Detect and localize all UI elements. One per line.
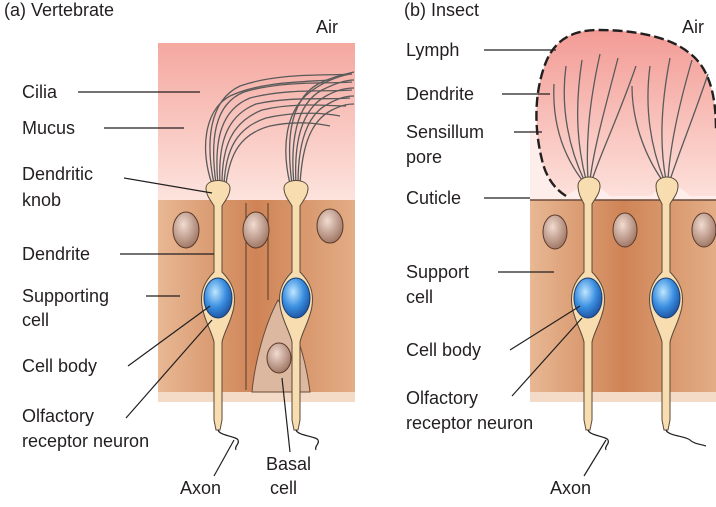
neuron-nucleus [573, 277, 603, 319]
label-dendritic-knob-2: knob [22, 190, 61, 210]
label-orn-a-1: Olfactory [22, 406, 94, 426]
tissue-fade-b [530, 392, 716, 402]
panel-vertebrate: (a) Vertebrate Air Cilia Mucus Dendritic… [4, 0, 355, 498]
air-label-b: Air [682, 17, 704, 37]
label-cell-body-a: Cell body [22, 356, 97, 376]
leader-lines-b [484, 49, 607, 477]
label-mucus: Mucus [22, 118, 75, 138]
support-nucleus [612, 212, 638, 248]
label-cilia: Cilia [22, 82, 58, 102]
sensillum-lymph [536, 30, 716, 196]
label-dendritic-knob-1: Dendritic [22, 164, 93, 184]
label-orn-b-1: Olfactory [406, 388, 478, 408]
label-basal-cell-1: Basal [266, 454, 311, 474]
neuron-nucleus [651, 277, 681, 319]
label-lymph: Lymph [406, 40, 459, 60]
label-orn-b-2: receptor neuron [406, 413, 533, 433]
air-label-a: Air [316, 17, 338, 37]
label-orn-a-2: receptor neuron [22, 431, 149, 451]
label-dendrite-a: Dendrite [22, 244, 90, 264]
olfactory-neuron-a1 [201, 180, 240, 451]
label-support-cell-2: cell [406, 287, 433, 307]
label-supporting-cell-2: cell [22, 310, 49, 330]
panel-insect: (b) Insect Air Lymph Dendrite Sensillum … [404, 0, 716, 498]
olfactory-neuron-b2 [649, 176, 707, 447]
label-support-cell-1: Support [406, 262, 469, 282]
olfactory-neuron-a2 [279, 180, 320, 451]
sensillum-wall [535, 28, 716, 198]
leader-lines-a [78, 91, 291, 477]
label-cell-body-b: Cell body [406, 340, 481, 360]
support-nucleus [172, 211, 200, 249]
label-dendrite-b: Dendrite [406, 84, 474, 104]
neuron-nucleus [203, 277, 233, 319]
neuron-nucleus [281, 277, 311, 319]
dendrite-branches-b [553, 53, 709, 181]
title-insect: (b) Insect [404, 0, 479, 20]
epithelium-fade-a [158, 392, 355, 402]
support-nucleus [316, 208, 344, 244]
label-axon-b: Axon [550, 478, 591, 498]
title-vertebrate: (a) Vertebrate [4, 0, 114, 20]
support-nucleus [242, 211, 270, 249]
support-nucleus [542, 214, 568, 250]
label-supporting-cell-1: Supporting [22, 286, 109, 306]
label-basal-cell-2: cell [270, 478, 297, 498]
label-sensillum-pore-2: pore [406, 147, 442, 167]
olfactory-neuron-b1 [571, 176, 610, 451]
label-axon-a: Axon [180, 478, 221, 498]
cilia-bundle-a2 [285, 71, 355, 185]
label-cuticle: Cuticle [406, 188, 461, 208]
basal-cell-nucleus [266, 342, 292, 374]
support-nucleus [691, 212, 716, 248]
label-sensillum-pore-1: Sensillum [406, 122, 484, 142]
